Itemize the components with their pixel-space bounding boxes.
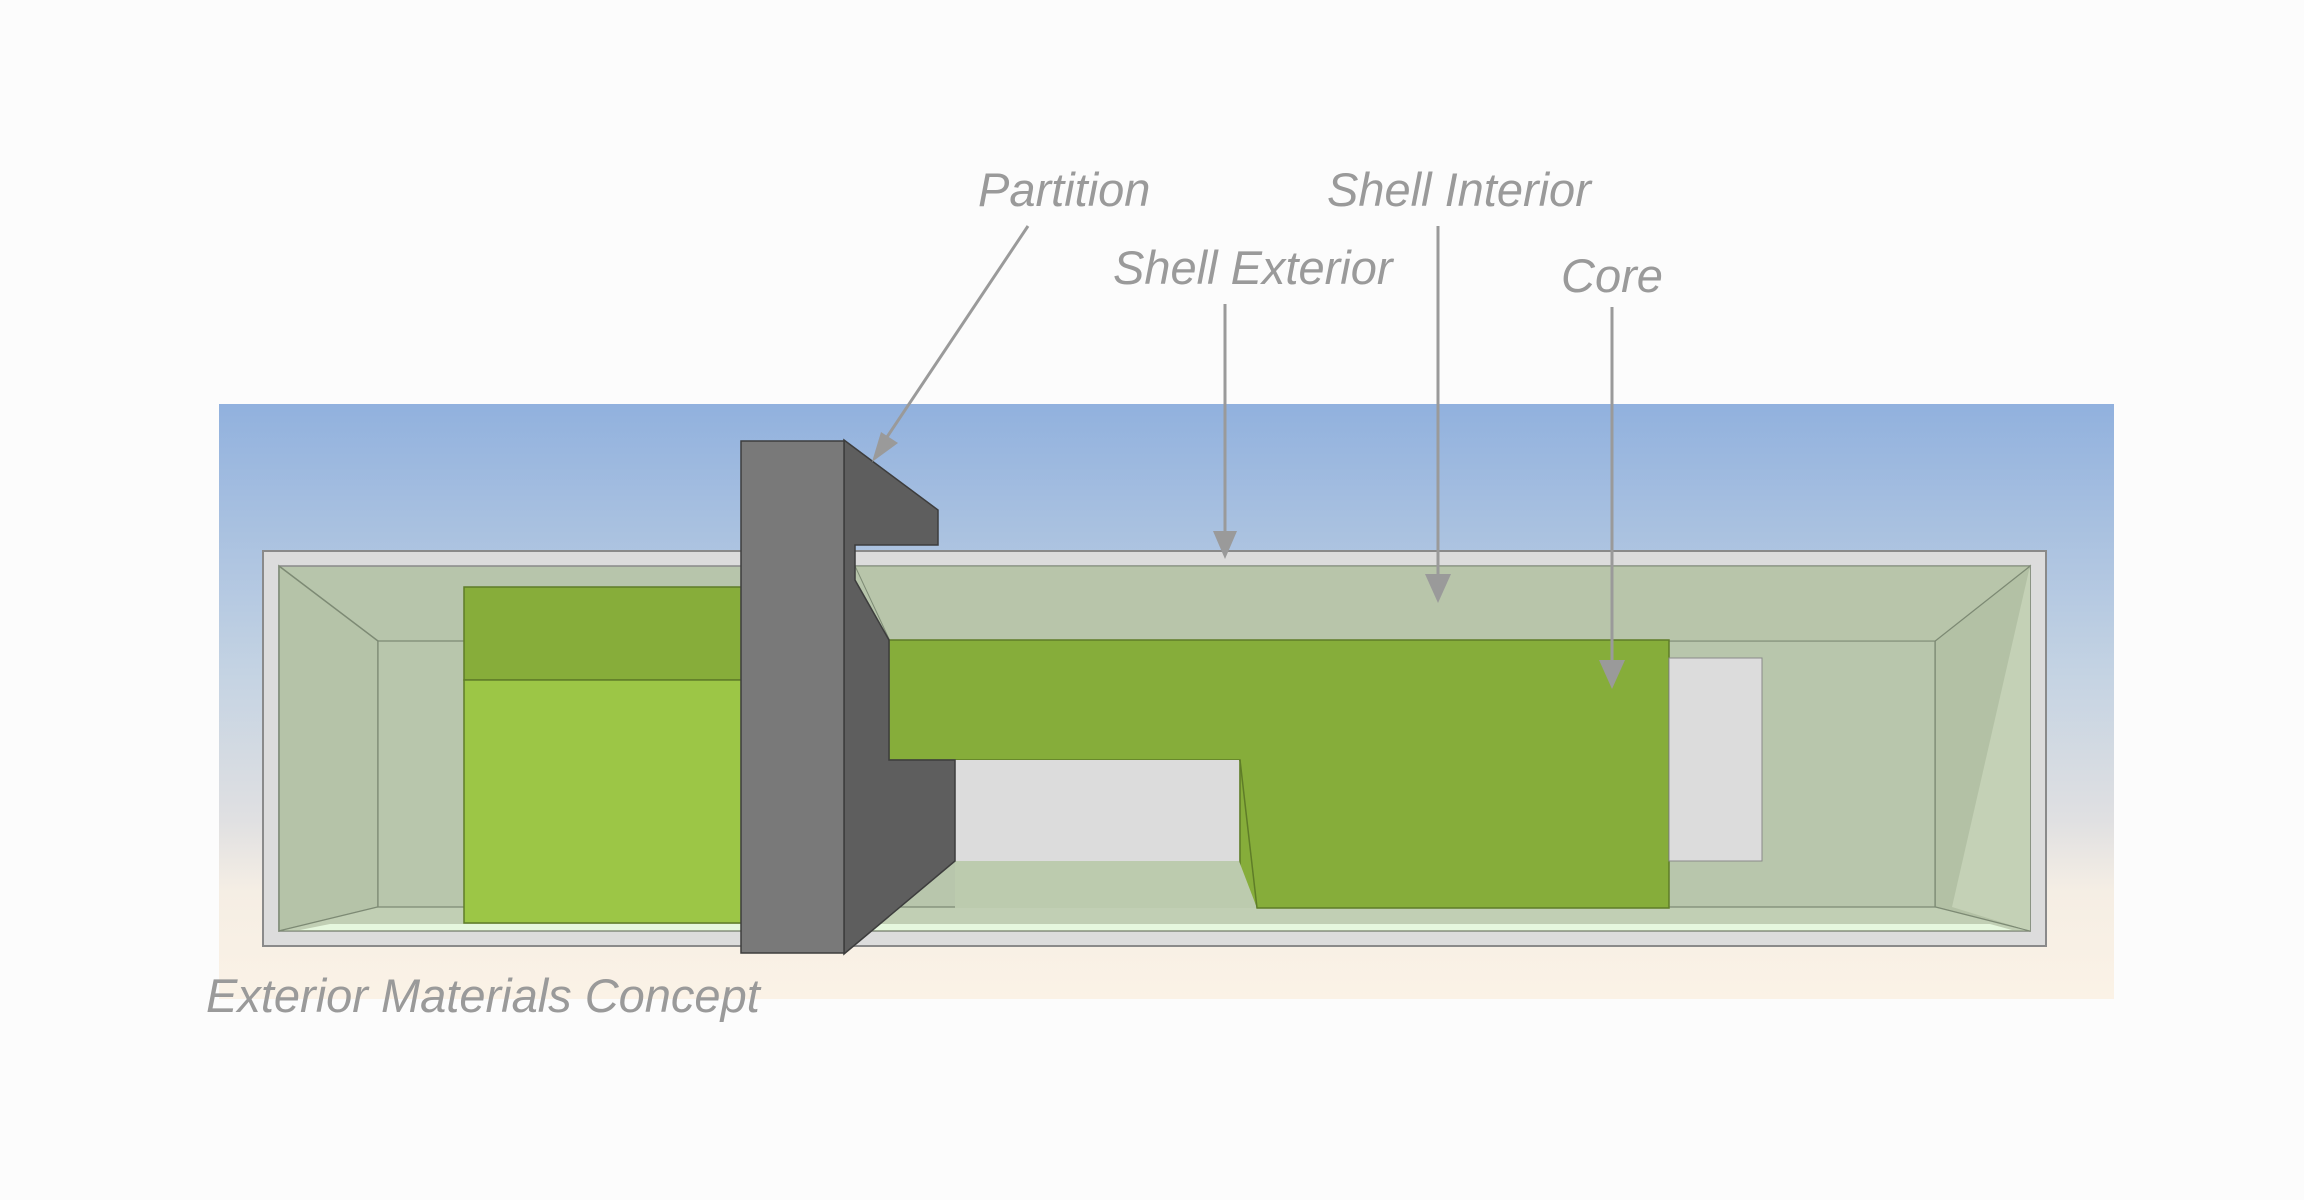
floor-glow (300, 924, 2012, 930)
leader-shell-exterior (1213, 304, 1237, 559)
partition-side (843, 438, 956, 956)
core-left-top (463, 586, 745, 681)
label-partition: Partition (978, 163, 1150, 216)
label-shell-interior: Shell Interior (1327, 163, 1593, 216)
ceiling-plane (854, 565, 2032, 642)
leader-core (1599, 307, 1625, 689)
label-core: Core (1561, 249, 1663, 302)
partition-front (740, 440, 845, 954)
right-wall-light-facet (1952, 566, 2030, 931)
core-opening-floor (955, 861, 1257, 908)
caption: Exterior Materials Concept (206, 969, 762, 1022)
leader-partition (872, 225, 1030, 462)
window-right (1668, 657, 1763, 862)
core-opening (955, 760, 1239, 861)
core-opening-edge (1239, 759, 1258, 909)
leader-shell-interior (1425, 226, 1451, 603)
core-left-front (463, 679, 745, 924)
label-shell-exterior: Shell Exterior (1113, 241, 1395, 294)
